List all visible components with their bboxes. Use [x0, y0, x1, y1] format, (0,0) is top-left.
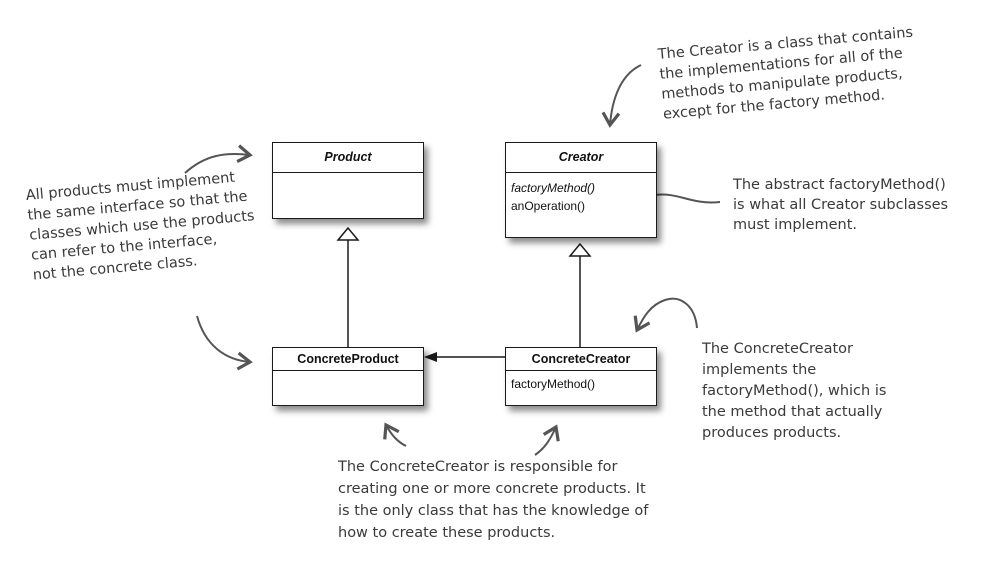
inheritance-arrowhead-creator: [568, 242, 592, 257]
note-arrow-to-concrete-creator: [633, 297, 698, 333]
class-product-members: [273, 173, 423, 185]
inheritance-arrowhead-product: [336, 226, 360, 241]
class-creator[interactable]: Creator factoryMethod() anOperation(): [505, 142, 657, 238]
concrete-creator-member-factory-method: factoryMethod(): [511, 377, 596, 391]
note-arrow-up-to-concrete-creator: [534, 424, 560, 456]
class-creator-name: Creator: [506, 143, 656, 173]
note-line: is what all Creator subclasses: [733, 197, 949, 213]
note-factory-method: The abstract factoryMethod() is what all…: [733, 175, 948, 235]
note-line: must implement.: [733, 217, 858, 233]
note-line: implements the: [702, 362, 817, 378]
note-line: factoryMethod(), which is: [702, 383, 887, 399]
note-arrow-to-product: [184, 144, 253, 174]
note-responsibility: The ConcreteCreator is responsible for c…: [338, 456, 648, 544]
note-line: the method that actually: [702, 404, 883, 420]
class-concrete-product[interactable]: ConcreteProduct: [272, 347, 424, 406]
note-line: creating one or more concrete products. …: [338, 481, 646, 497]
class-concrete-creator-members: factoryMethod(): [506, 371, 656, 399]
class-product-name: Product: [273, 143, 423, 173]
class-creator-members: factoryMethod() anOperation(): [506, 173, 656, 221]
note-line: is the only class that has the knowledge…: [338, 503, 649, 519]
note-arrow-to-concrete-product: [196, 315, 253, 371]
note-line: The ConcreteCreator: [702, 341, 853, 357]
class-concrete-product-members: [273, 371, 423, 383]
class-concrete-product-name: ConcreteProduct: [273, 348, 423, 371]
creator-member-an-operation: anOperation(): [511, 199, 586, 213]
note-products-interface: All products must implement the same int…: [25, 166, 259, 285]
association-arrowhead: [424, 352, 437, 362]
class-concrete-creator-name: ConcreteCreator: [506, 348, 656, 371]
note-arrow-up-to-concrete-product: [383, 422, 407, 447]
note-line: The abstract factoryMethod(): [733, 177, 946, 193]
creator-member-factory-method: factoryMethod(): [511, 181, 596, 195]
class-product[interactable]: Product: [272, 142, 424, 219]
note-concrete-creator: The ConcreteCreator implements the facto…: [702, 339, 886, 444]
note-line: The ConcreteCreator is responsible for: [338, 459, 618, 475]
class-concrete-creator[interactable]: ConcreteCreator factoryMethod(): [505, 347, 657, 406]
note-line: produces products.: [702, 425, 842, 441]
note-arrow-to-creator: [601, 64, 642, 128]
note-line: how to create these products.: [338, 525, 556, 541]
